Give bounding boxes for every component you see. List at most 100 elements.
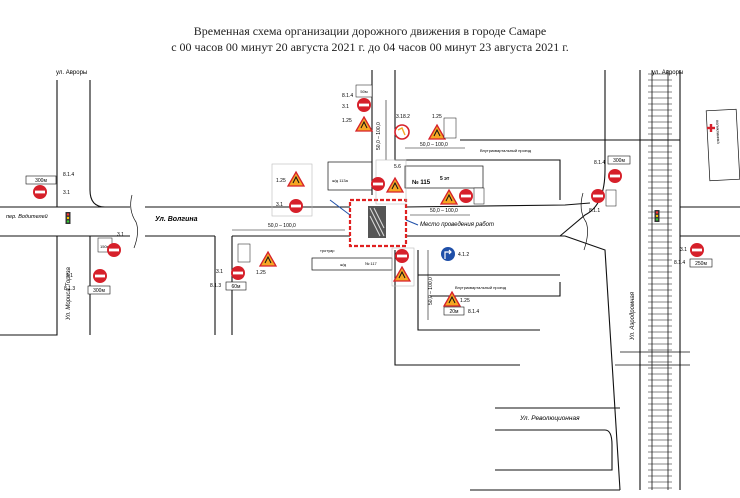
road-works-warning-icon [386, 177, 404, 193]
aerodrom-street-west [564, 235, 621, 491]
no-entry-icon [371, 177, 385, 191]
street-aurora-right: ул. Авроры [652, 70, 683, 76]
street-aurora-left: ул. Авроры [56, 70, 87, 76]
railway [648, 70, 672, 490]
building-117 [311, 257, 393, 271]
no-entry-icon [289, 199, 303, 213]
road-works-warning-icon [355, 116, 373, 132]
break-right [580, 192, 588, 251]
code-ae-814: 8.1.4 [674, 260, 685, 266]
no-left-turn-icon [394, 124, 410, 140]
plate-an: 300м [613, 158, 625, 164]
code-north-814: 8.1.4 [342, 93, 353, 99]
traffic-light-right [654, 210, 660, 222]
street-volgina: Ул. Волгина [155, 216, 198, 223]
code-an-811: 8.1.1 [589, 208, 600, 214]
road-works-warning-icon [428, 124, 446, 140]
break-left [130, 194, 138, 249]
plate-zs-20: 20м [450, 309, 460, 315]
code-ae-31: 3.1 [680, 247, 687, 253]
no-entry-icon [690, 243, 704, 257]
sign-group-aerodrom-east: 3.1 250м 8.1.4 [674, 243, 713, 268]
label-gk: ж/д [340, 262, 347, 267]
dist-top: 50,0 – 100,0 [420, 142, 448, 148]
sign-group-toreza-south: 3.1 300м 8.1.3 [64, 269, 111, 295]
no-entry-icon [357, 98, 371, 112]
sign-group-north: 50м 8.1.4 3.1 1.25 [342, 84, 373, 132]
no-entry-icon [395, 249, 409, 263]
buildings [311, 108, 740, 271]
road-works-warning-icon [393, 266, 411, 282]
code-ze-56: 5.6 [394, 164, 401, 170]
mandatory-direction-icon [441, 247, 455, 261]
code-an-814: 8.1.4 [594, 160, 605, 166]
label-b117: № 117 [365, 261, 378, 266]
code-zw-125: 1.25 [276, 178, 286, 184]
clinic-cross-icon [707, 124, 715, 132]
street-aerodrom: Ул. Аэродромная [630, 291, 636, 341]
plate-toreza-s: 300м [93, 288, 105, 294]
dist-top-v: 50,0 – 100,0 [376, 122, 382, 150]
plate-mid-60: 60м [232, 284, 242, 290]
sign-group-aerodrom-north: 300м 8.1.4 8.1.1 [589, 155, 631, 214]
street-toreza: Ул. Мориса Тореза [66, 267, 72, 321]
code-zs-814: 8.1.4 [468, 309, 479, 315]
no-entry-icon [231, 266, 245, 280]
revol-south [495, 429, 613, 471]
no-entry-icon [591, 189, 605, 203]
label-b115-floors: 5 эт [440, 176, 450, 182]
sign-group-aurora: 300м 8.1.4 3.1 [25, 172, 74, 199]
plate-north: 50м [360, 89, 367, 94]
street-revol: Ул. Революционная [519, 415, 580, 422]
traffic-light-left [65, 212, 71, 224]
plate-ae: 250м [695, 261, 707, 267]
plate-toreza: 150м [100, 244, 110, 249]
code-ne-3182: 3.18.2 [396, 114, 410, 120]
code-zs-412: 4.1.2 [458, 252, 469, 258]
label-inner-bottom: Внутриквартальный проезд [455, 285, 507, 290]
south-west-curb [394, 250, 520, 366]
volgina-north-curb [0, 202, 591, 208]
inner-top-south [470, 159, 561, 200]
sign-group-zone-west: 1.25 3.1 [271, 163, 313, 217]
clinic-building [705, 108, 740, 182]
no-entry-icon [93, 269, 107, 283]
dist-right: 50,0 – 100,0 [430, 208, 458, 214]
label-clinic: поликлиника [715, 120, 721, 145]
road-works-warning-icon [440, 189, 458, 205]
sign-group-north-east: 3.18.2 1.25 [394, 114, 457, 140]
label-b113a: ж/д 113а [332, 178, 349, 183]
no-entry-icon [608, 169, 622, 183]
dist-left: 50,0 – 100,0 [268, 223, 296, 229]
code-ne-125: 1.25 [432, 114, 442, 120]
street-voditelei: пер. Водителей [6, 213, 48, 220]
plate-aurora: 300м [35, 178, 47, 184]
code-mid-813: 8.1.3 [210, 283, 221, 289]
code-zw-31: 3.1 [276, 202, 283, 208]
dimension-lines [232, 100, 470, 320]
code-north-31: 3.1 [342, 104, 349, 110]
code-aurora-31: 3.1 [63, 190, 70, 196]
code-toreza-813: 8.1.3 [64, 286, 75, 292]
east-side-street [680, 206, 740, 237]
label-inner-top: Внутриквартальный проезд [480, 148, 532, 153]
road-works-warning-icon [259, 251, 277, 267]
building-115 [404, 165, 484, 189]
code-mid-125: 1.25 [256, 270, 266, 276]
code-mid-31: 3.1 [216, 269, 223, 275]
work-zone [329, 198, 419, 248]
label-b115: № 115 [412, 179, 431, 186]
break-aerodrom [615, 351, 690, 366]
sign-group-toreza-north: 150м 3.1 [97, 232, 124, 257]
aurora-left-east-curb [89, 80, 106, 208]
no-entry-icon [459, 189, 473, 203]
no-entry-icon [107, 243, 121, 257]
title-line-2: с 00 часов 00 минут 20 августа 2021 г. д… [171, 40, 569, 54]
roads [0, 70, 740, 491]
road-works-warning-icon [443, 291, 461, 307]
sign-group-zone-east: 5.6 [371, 159, 485, 205]
code-toreza-31: 3.1 [117, 232, 124, 238]
code-north-125: 1.25 [342, 118, 352, 124]
